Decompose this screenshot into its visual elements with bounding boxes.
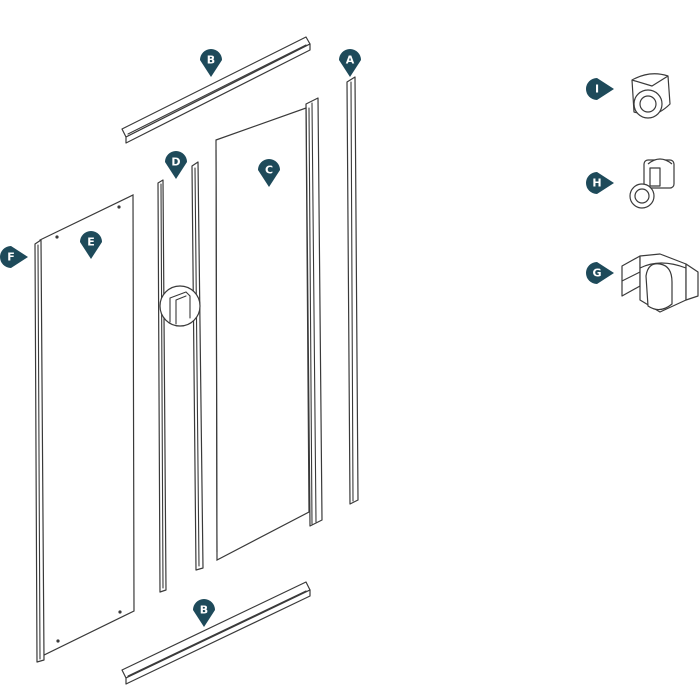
marker-corner-connector: G bbox=[586, 262, 614, 284]
marker-label-corner-connector: G bbox=[592, 267, 601, 280]
marker-pin-shape bbox=[339, 49, 361, 77]
marker-pin-shape bbox=[193, 599, 215, 627]
fixed-panel-part bbox=[39, 194, 135, 657]
corner-connector-part bbox=[621, 253, 699, 313]
profile-detail-magnifier bbox=[159, 285, 201, 327]
marker-label-bottom-rail: B bbox=[200, 604, 208, 617]
marker-pin-shape bbox=[586, 262, 614, 284]
inner-profile-part bbox=[157, 161, 204, 593]
marker-pin-shape bbox=[165, 151, 187, 179]
marker-pin-shape bbox=[0, 246, 28, 268]
marker-fixed-panel: E bbox=[80, 231, 102, 259]
top-rail-part bbox=[121, 36, 311, 144]
marker-label-inner-profile: D bbox=[171, 156, 180, 169]
side-profile-part bbox=[34, 239, 45, 663]
marker-sliding-door: C bbox=[258, 159, 280, 187]
marker-label-side-profile: F bbox=[7, 251, 15, 264]
marker-roller: H bbox=[586, 172, 614, 194]
marker-label-sliding-door: C bbox=[265, 164, 273, 177]
marker-pin-shape bbox=[585, 78, 614, 101]
marker-top-rail: B bbox=[200, 49, 222, 77]
marker-pin-shape bbox=[586, 172, 614, 194]
marker-label-roller: H bbox=[592, 177, 601, 190]
marker-layer: B A D C E F B I H G bbox=[0, 49, 614, 627]
door-edge-profile-part bbox=[305, 97, 323, 527]
marker-bottom-rail: B bbox=[193, 599, 215, 627]
marker-pin-shape bbox=[258, 159, 280, 187]
sliding-door-part bbox=[215, 107, 310, 561]
wall-profile-part bbox=[346, 76, 359, 505]
marker-pin-shape bbox=[200, 49, 222, 77]
marker-wall-profile: A bbox=[339, 49, 361, 77]
marker-label-stopper: I bbox=[595, 83, 599, 96]
marker-stopper: I bbox=[585, 78, 614, 101]
marker-pin-shape bbox=[80, 231, 102, 259]
marker-label-top-rail: B bbox=[207, 54, 215, 67]
roller-part bbox=[629, 158, 675, 209]
marker-label-fixed-panel: E bbox=[87, 236, 95, 249]
bottom-rail-part bbox=[121, 581, 311, 685]
marker-label-wall-profile: A bbox=[346, 54, 355, 67]
marker-side-profile: F bbox=[0, 246, 28, 268]
marker-inner-profile: D bbox=[165, 151, 187, 179]
stopper-part bbox=[631, 73, 671, 119]
